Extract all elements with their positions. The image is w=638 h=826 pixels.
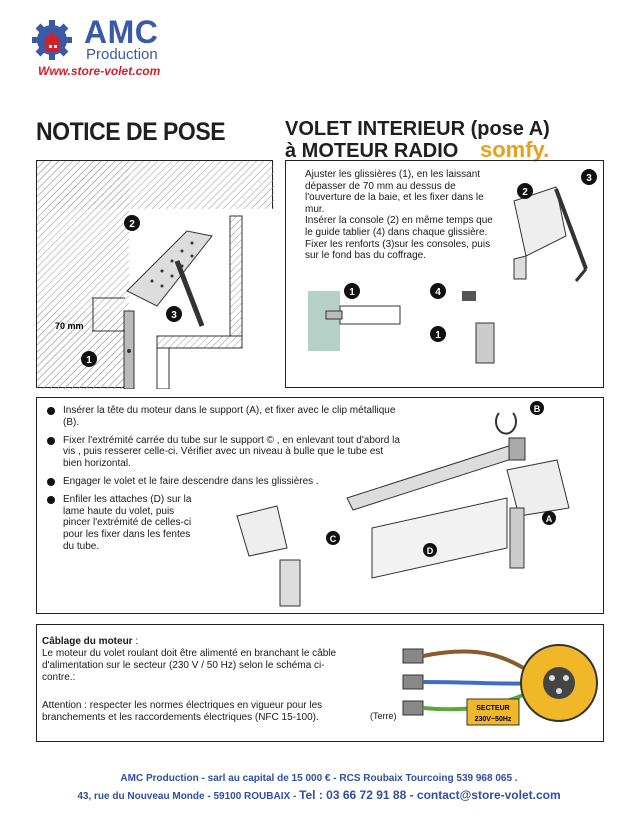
wiring-diagram: SECTEUR 230V~50Hz xyxy=(402,644,598,726)
gear-house-logo-icon xyxy=(32,20,72,60)
rails-parts-drawing: 2 3 1 4 1 xyxy=(308,169,597,364)
motor-drawing: B A D C xyxy=(236,401,570,607)
callout-b-1b: 1 xyxy=(430,326,446,342)
svg-text:2: 2 xyxy=(129,219,135,230)
callout-D: D xyxy=(423,543,437,557)
callout-B: B xyxy=(530,401,544,415)
callout-b-4: 4 xyxy=(430,283,446,299)
callout-b-1a: 1 xyxy=(344,283,360,299)
reinforcement xyxy=(174,260,205,327)
bullet-icon xyxy=(47,477,55,486)
svg-text:D: D xyxy=(427,546,434,556)
support-a xyxy=(506,459,570,517)
screw-icon xyxy=(325,310,343,320)
terre-label: (Terre) xyxy=(370,711,397,721)
svg-text:C: C xyxy=(330,534,337,544)
rail-section xyxy=(339,305,401,325)
website-link[interactable]: Www.store-volet.com xyxy=(38,64,161,78)
motor-steps-list: Insérer la tête du moteur dans le suppor… xyxy=(45,405,400,559)
terminal-3 xyxy=(402,700,424,716)
callout-b-3: 3 xyxy=(581,169,597,185)
svg-text:A: A xyxy=(546,514,553,524)
callout-3: 3 xyxy=(166,306,182,322)
bullet-icon xyxy=(47,495,55,504)
panel-step-motor: B A D C xyxy=(36,397,604,614)
dimension-label: 70 mm xyxy=(55,321,84,331)
panel-installation-drawing: 70 mm 2 3 1 xyxy=(36,160,274,390)
wall-section xyxy=(308,291,340,351)
panel-wiring: SECTEUR 230V~50Hz xyxy=(36,624,604,742)
wiring-attention: Attention : respecter les normes électri… xyxy=(42,700,323,723)
svg-text:1: 1 xyxy=(349,287,355,298)
product-title-line1: VOLET INTERIEUR (pose A) xyxy=(285,118,550,140)
somfy-logo-text: somfy. xyxy=(480,138,549,162)
coffrage-side xyxy=(229,215,243,337)
wiring-title: Câblage du moteur : xyxy=(42,636,139,647)
callout-C: C xyxy=(326,531,340,545)
brand-subtitle: Production xyxy=(86,46,158,63)
product-title-line2: à MOTEUR RADIO xyxy=(285,140,459,162)
callout-2: 2 xyxy=(124,215,140,231)
step-rails-instructions: Ajuster les glissières (1), en les laiss… xyxy=(305,169,493,262)
callout-A: A xyxy=(542,511,556,525)
rail-part xyxy=(475,322,495,364)
list-item: Insérer la tête du moteur dans le suppor… xyxy=(45,405,400,429)
coffrage-bottom xyxy=(156,335,243,349)
reinforcement-part xyxy=(554,188,588,270)
installation-drawing: 70 mm 2 3 1 xyxy=(37,161,274,390)
secteur-label: SECTEUR xyxy=(476,705,509,712)
footer-contact: 43, rue du Nouveau Monde - 59100 ROUBAIX… xyxy=(77,788,561,802)
footer-email[interactable]: contact@store-volet.com xyxy=(416,788,561,802)
bullet-icon xyxy=(47,436,55,445)
bullet-icon xyxy=(47,407,55,415)
svg-text:2: 2 xyxy=(522,187,528,198)
console-part xyxy=(513,186,567,257)
terminal-2 xyxy=(402,674,424,690)
wire-brown xyxy=(422,649,539,679)
list-item: Fixer l'extrémité carrée du tube sur le … xyxy=(45,435,400,470)
secteur-value: 230V~50Hz xyxy=(475,716,512,723)
callout-b-2: 2 xyxy=(517,183,533,199)
footer-address: 43, rue du Nouveau Monde - 59100 ROUBAIX… xyxy=(77,791,300,802)
notice-title: NOTICE DE POSE xyxy=(36,118,226,146)
terminal-1 xyxy=(402,648,424,664)
svg-text:3: 3 xyxy=(586,173,592,184)
list-item: Engager le volet et le faire descendre d… xyxy=(45,476,400,488)
panel-step-rails: 2 3 1 4 1 xyxy=(285,160,604,388)
svg-text:4: 4 xyxy=(435,287,441,298)
shutter-slat xyxy=(371,497,508,579)
footer-phone[interactable]: Tel : 03 66 72 91 88 xyxy=(299,788,407,802)
support-c xyxy=(236,505,288,557)
svg-text:1: 1 xyxy=(86,355,92,366)
secteur-plate xyxy=(466,698,520,726)
list-item: Enfiler les attaches (D) sur la lame hau… xyxy=(45,494,193,553)
wiring-text: Le moteur du volet roulant doit être ali… xyxy=(42,648,337,683)
svg-text:B: B xyxy=(534,404,541,414)
svg-text:3: 3 xyxy=(171,310,177,321)
wire-blue xyxy=(422,680,538,686)
somfy-logo: somfy. xyxy=(480,138,549,162)
brand-name: AMC xyxy=(84,14,159,50)
guide-part xyxy=(462,291,476,301)
clip-part xyxy=(495,412,517,435)
svg-text:1: 1 xyxy=(435,330,441,341)
footer-company: AMC Production - sarl au capital de 15 0… xyxy=(120,773,518,784)
callout-1: 1 xyxy=(81,351,97,367)
console-bracket xyxy=(126,230,213,307)
